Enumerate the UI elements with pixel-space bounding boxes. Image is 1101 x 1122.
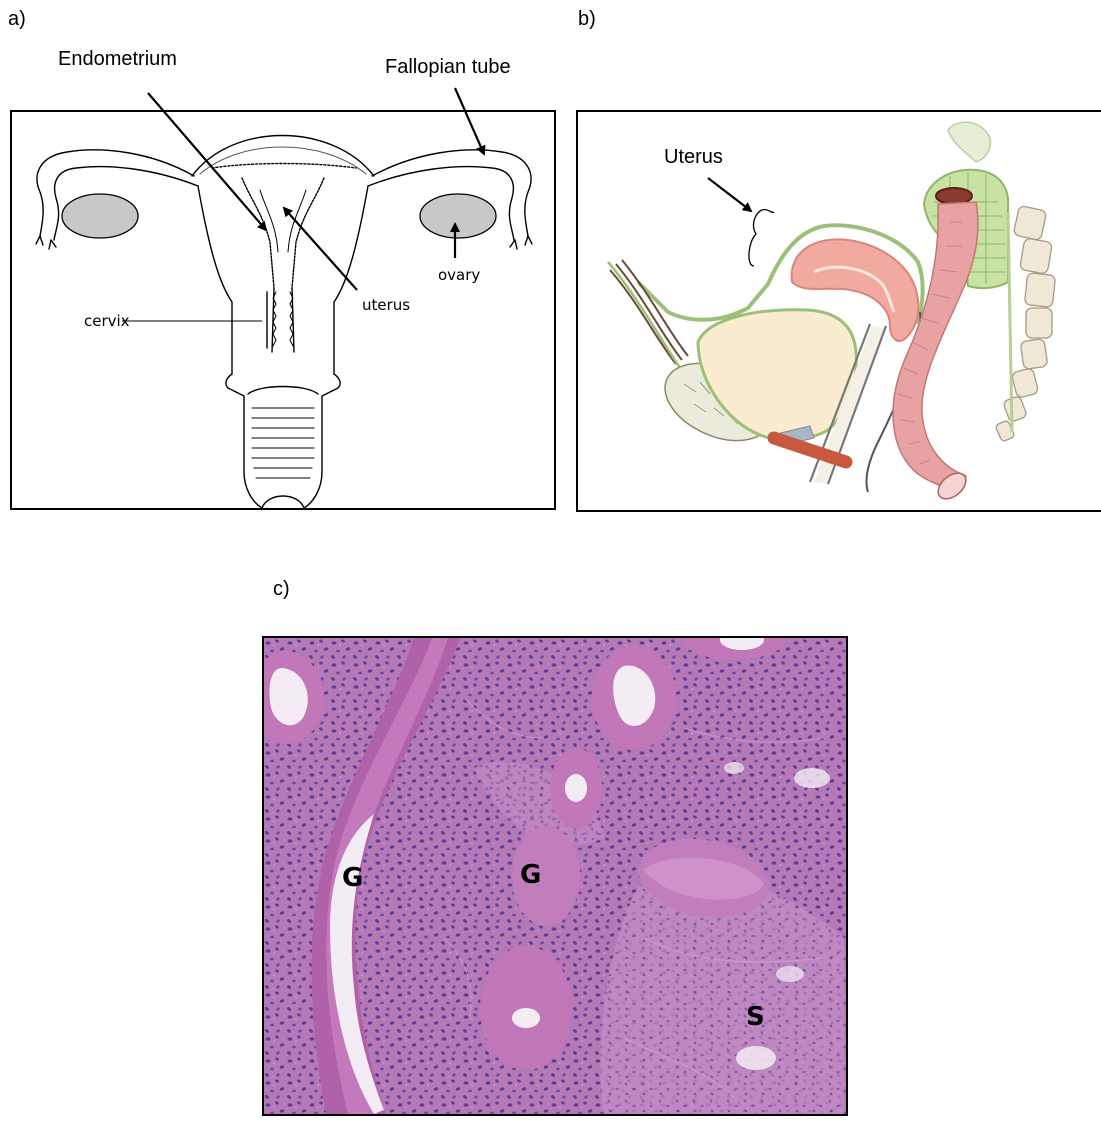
gland-label-left: G [342,863,363,893]
panel-c-letter: c) [273,578,290,601]
ovary-label: ovary [438,266,480,284]
panel-b-sagittal-drawing [578,112,1101,512]
panel-c-frame: G G S [262,636,848,1116]
uterus-label: uterus [362,296,410,314]
panel-b-frame: Uterus [576,110,1101,512]
cervix-label: cervix [84,312,130,330]
panel-a-frame: ovary uterus cervix [10,110,556,510]
uterus-callout: Uterus [664,146,723,169]
right-ovary [420,194,496,238]
panel-b-letter: b) [578,8,596,31]
endometrium-callout: Endometrium [58,48,177,71]
fallopian-tube-callout: Fallopian tube [385,56,511,79]
gland-label-center: G [520,860,541,890]
stroma-label: S [746,1002,765,1032]
panel-a-letter: a) [8,8,26,31]
panel-a-anatomy-drawing [12,112,556,510]
left-ovary [62,194,138,238]
